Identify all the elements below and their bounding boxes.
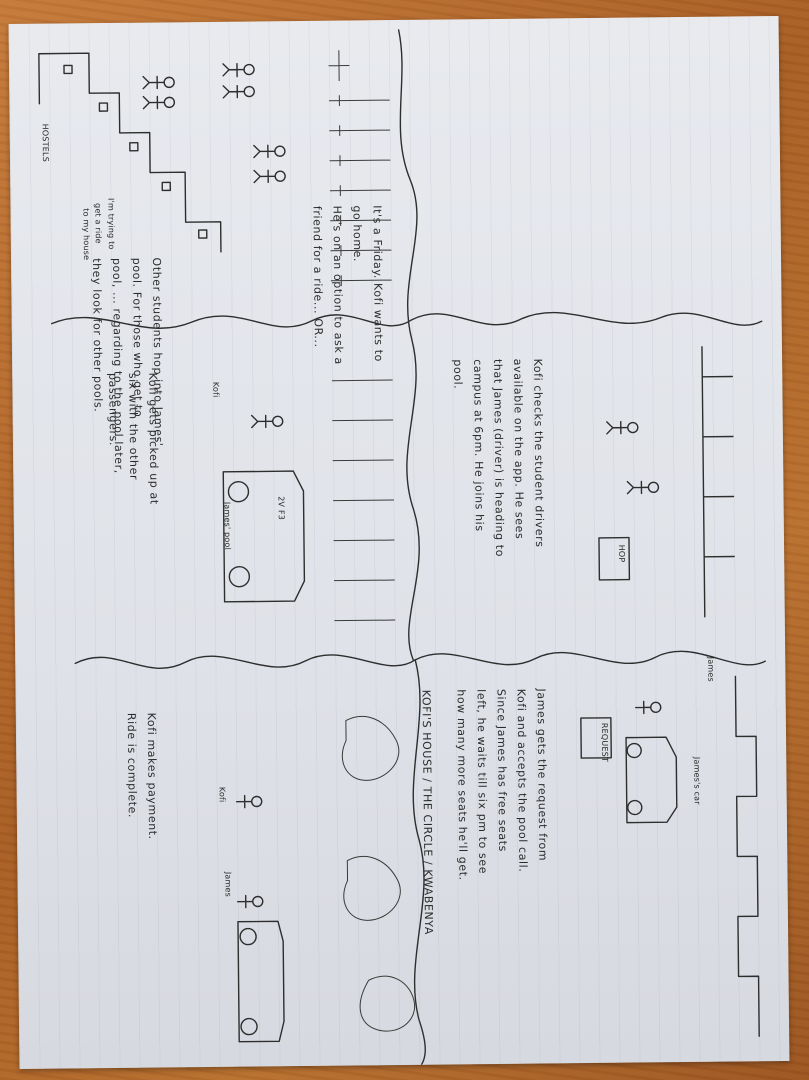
route-label: KOFI'S HOUSE / THE CIRCLE / KWABENYA bbox=[419, 689, 436, 935]
panel2-line-2: available on the app. He sees bbox=[511, 358, 526, 540]
kofi-label-panel6: Kofi bbox=[217, 786, 227, 803]
panel3-line-5: how many more seats he'll get. bbox=[454, 689, 470, 881]
hostel-buildings bbox=[38, 52, 222, 253]
panel2-figures bbox=[606, 420, 660, 495]
panel6-drawings bbox=[236, 716, 416, 1043]
sketch-mark bbox=[328, 50, 350, 82]
bubble-line-3: to my house bbox=[81, 208, 92, 261]
panel6-line-1: Kofi makes payment. bbox=[144, 712, 160, 840]
bubble-line-1: I'm trying to bbox=[106, 197, 116, 250]
panel-divider-horizontal-bottom bbox=[74, 650, 766, 669]
road-lines-middle bbox=[331, 379, 396, 622]
panel-divider-vertical-bottom bbox=[412, 659, 426, 1066]
hostels-label: HOSTELS bbox=[40, 123, 50, 163]
kofi-label-panel5: Kofi bbox=[211, 381, 221, 398]
panel3-line-1: James gets the request from bbox=[534, 688, 550, 862]
students-stick-figures bbox=[142, 62, 286, 184]
james-pool-label: James' pool bbox=[222, 501, 233, 551]
panel5-line-3: passengers. bbox=[106, 372, 120, 447]
panel3-line-2: Kofi and accepts the pool call. bbox=[514, 688, 530, 873]
phone-sketch-panel2 bbox=[598, 536, 631, 581]
phone-request-label: REQUEST bbox=[599, 722, 610, 763]
panel-divider-horizontal-top bbox=[50, 311, 763, 329]
james-car-panel3 bbox=[580, 700, 678, 824]
james-label-panel3: James bbox=[706, 656, 716, 682]
panel3-line-3: Since James has free seats bbox=[494, 688, 510, 853]
road-lines-top bbox=[328, 95, 392, 287]
sketch-drawings bbox=[38, 29, 766, 1066]
panel-divider-vertical bbox=[397, 29, 420, 661]
james-label-panel6: James bbox=[223, 871, 233, 898]
panel3-line-4: left, he waits till six pm to see bbox=[474, 689, 490, 875]
storyboard-paper: It's a Friday. Kofi wants to go home. He… bbox=[8, 15, 790, 1070]
panel1-line-2: go home. bbox=[350, 205, 365, 263]
panel2-line-4: campus at 6pm. He joins his bbox=[471, 359, 486, 532]
james-car-label: James's car bbox=[692, 756, 702, 805]
panel3-buildings bbox=[734, 675, 760, 1037]
panel1-line-1: It's a Friday. Kofi wants to bbox=[370, 205, 386, 363]
panel2-line-3: that James (driver) is heading to bbox=[491, 358, 507, 558]
panel5-line-2: six with the other bbox=[126, 372, 141, 481]
panel2-line-5: pool. bbox=[451, 359, 465, 390]
james-car-panel5 bbox=[222, 414, 306, 603]
panel6-line-2: Ride is complete. bbox=[124, 712, 139, 819]
bubble-line-2: get a ride bbox=[93, 203, 103, 244]
panel1-line-3: He's on an option to ask a bbox=[330, 205, 346, 365]
panel5-line-1: Kofi gets picked up at bbox=[146, 372, 161, 505]
car-plate: 2V F3 bbox=[276, 496, 286, 521]
phone-hop-label: HOP bbox=[617, 544, 627, 563]
panel1-line-4: friend for a ride... OR... bbox=[310, 205, 325, 348]
panel2-line-1: Kofi checks the student drivers bbox=[531, 358, 547, 548]
panel2-building bbox=[701, 346, 735, 618]
